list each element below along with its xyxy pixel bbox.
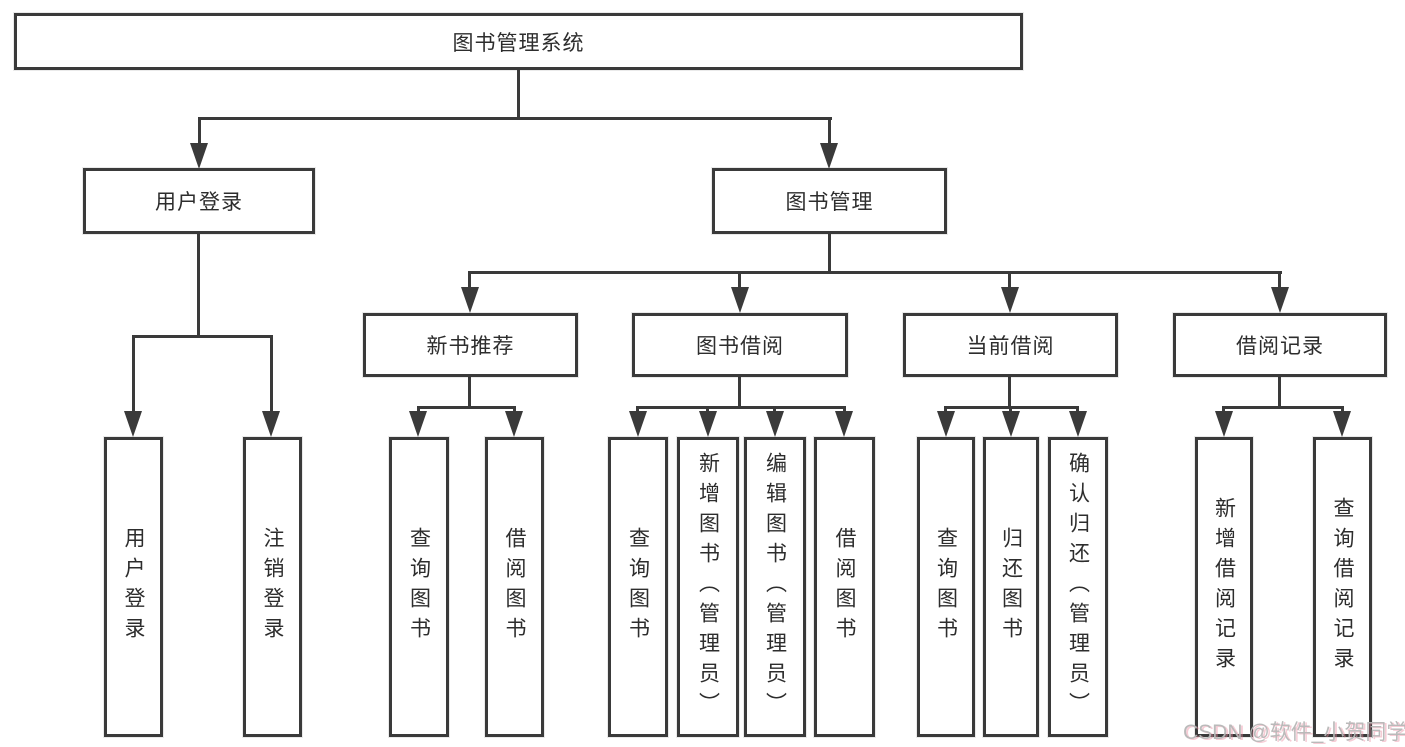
leaf-br-query-record: 查询借阅记录 — [1313, 437, 1372, 737]
node-label: 新增图书（管理员） — [696, 452, 720, 722]
arrow-down-icon — [409, 411, 427, 437]
connector — [738, 376, 741, 409]
connector — [417, 406, 516, 409]
arrow-down-icon — [835, 411, 853, 437]
arrow-down-icon — [124, 411, 142, 437]
arrow-down-icon — [1002, 411, 1020, 437]
leaf-bb-query-books: 查询图书 — [608, 437, 668, 737]
node-label: 用户登录 — [122, 527, 145, 647]
node-label: 用户登录 — [155, 191, 243, 214]
arrow-down-icon — [262, 411, 280, 437]
node-label: 确认归还（管理员） — [1066, 452, 1090, 722]
node-label: 查询图书 — [407, 527, 431, 647]
node-user-login: 用户登录 — [83, 168, 315, 234]
arrow-down-icon — [461, 287, 479, 313]
connector — [828, 117, 831, 149]
arrow-down-icon — [937, 411, 955, 437]
connector — [1278, 271, 1281, 291]
leaf-nb-borrow-books: 借阅图书 — [485, 437, 544, 737]
connector — [468, 376, 471, 409]
node-book-management: 图书管理 — [712, 168, 947, 234]
node-label: 查询借阅记录 — [1331, 497, 1354, 677]
node-label: 编辑图书（管理员） — [763, 452, 787, 722]
arrow-down-icon — [1271, 287, 1289, 313]
connector — [270, 335, 273, 417]
connector — [132, 335, 273, 338]
connector — [468, 271, 471, 291]
node-label: 归还图书 — [999, 527, 1023, 647]
node-book-borrowing: 图书借阅 — [632, 313, 848, 377]
node-borrowing-records: 借阅记录 — [1173, 313, 1387, 377]
connector — [1008, 271, 1011, 291]
connector — [132, 335, 135, 417]
connector — [197, 232, 200, 338]
connector — [198, 117, 201, 149]
arrow-down-icon — [505, 411, 523, 437]
connector — [738, 271, 741, 291]
leaf-cb-confirm-return-admin: 确认归还（管理员） — [1048, 437, 1108, 737]
leaf-cb-return-books: 归还图书 — [983, 437, 1039, 737]
node-label: 查询图书 — [626, 527, 650, 647]
node-label: 图书管理 — [785, 191, 874, 214]
arrow-down-icon — [629, 411, 647, 437]
node-current-borrowing: 当前借阅 — [903, 313, 1118, 377]
node-label: 新增借阅记录 — [1212, 497, 1236, 677]
leaf-nb-query-books: 查询图书 — [389, 437, 449, 737]
arrow-down-icon — [731, 287, 749, 313]
node-new-book-recommend: 新书推荐 — [363, 313, 578, 377]
watermark: CSDN @软件_小贺同学 — [1183, 721, 1405, 744]
connector — [198, 117, 832, 120]
node-label: 借阅图书 — [503, 527, 526, 647]
arrow-down-icon — [820, 143, 838, 169]
leaf-cb-query-books: 查询图书 — [917, 437, 975, 737]
node-label: 查询图书 — [934, 527, 958, 647]
connector — [517, 68, 520, 119]
node-label: 借阅图书 — [833, 527, 856, 647]
node-label: 注销登录 — [261, 527, 284, 647]
leaf-logout: 注销登录 — [243, 437, 302, 737]
connector — [469, 271, 1282, 274]
arrow-down-icon — [190, 143, 208, 169]
arrow-down-icon — [1215, 411, 1233, 437]
leaf-br-add-record: 新增借阅记录 — [1195, 437, 1253, 737]
node-label: 图书借阅 — [696, 335, 784, 358]
connector — [1008, 376, 1011, 409]
node-label: 当前借阅 — [966, 335, 1055, 358]
leaf-bb-borrow-books: 借阅图书 — [814, 437, 875, 737]
node-label: 借阅记录 — [1236, 335, 1324, 358]
leaf-bb-add-books-admin: 新增图书（管理员） — [677, 437, 739, 737]
node-label: 新书推荐 — [426, 335, 515, 358]
node-library-system: 图书管理系统 — [14, 13, 1023, 70]
arrow-down-icon — [766, 411, 784, 437]
arrow-down-icon — [1333, 411, 1351, 437]
arrow-down-icon — [1069, 411, 1087, 437]
arrow-down-icon — [699, 411, 717, 437]
connector — [1278, 376, 1281, 409]
connector — [636, 406, 846, 409]
leaf-user-login: 用户登录 — [104, 437, 163, 737]
arrow-down-icon — [1001, 287, 1019, 313]
leaf-bb-edit-books-admin: 编辑图书（管理员） — [744, 437, 806, 737]
connector — [1222, 406, 1344, 409]
connector — [828, 232, 831, 274]
node-label: 图书管理系统 — [452, 31, 585, 55]
